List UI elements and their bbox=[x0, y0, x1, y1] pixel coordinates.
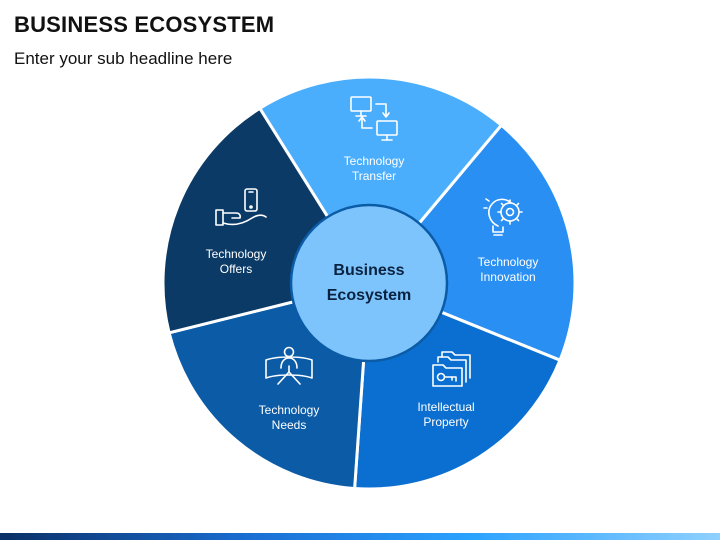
segment-label-needs-2: Needs bbox=[272, 418, 307, 432]
center-label-line1: Business bbox=[333, 262, 404, 279]
center-circle[interactable] bbox=[289, 203, 449, 363]
segment-label-property-1: Intellectual bbox=[417, 400, 474, 414]
center-label-line2: Ecosystem bbox=[327, 287, 412, 304]
segment-label-innovation-1: Technology bbox=[478, 255, 539, 269]
segment-label-transfer-1: Technology bbox=[344, 154, 405, 168]
person-vr-icon bbox=[265, 346, 313, 385]
segment-label-offers-2: Offers bbox=[220, 262, 252, 276]
page-subtitle: Enter your sub headline here bbox=[14, 49, 233, 68]
page-title: BUSINESS ECOSYSTEM bbox=[14, 12, 275, 37]
segment-label-innovation-2: Innovation bbox=[480, 270, 535, 284]
segment-label-offers-1: Technology bbox=[206, 247, 267, 261]
folder-key-icon bbox=[432, 351, 471, 387]
hand-phone-icon bbox=[215, 188, 267, 226]
segment-label-needs-1: Technology bbox=[259, 403, 320, 417]
segment-label-transfer-2: Transfer bbox=[352, 169, 396, 183]
segment-label-property-2: Property bbox=[423, 415, 468, 429]
bottom-accent-bar bbox=[0, 533, 720, 540]
lightbulb-gear-icon bbox=[483, 198, 523, 236]
computer-transfer-icon bbox=[350, 96, 398, 141]
